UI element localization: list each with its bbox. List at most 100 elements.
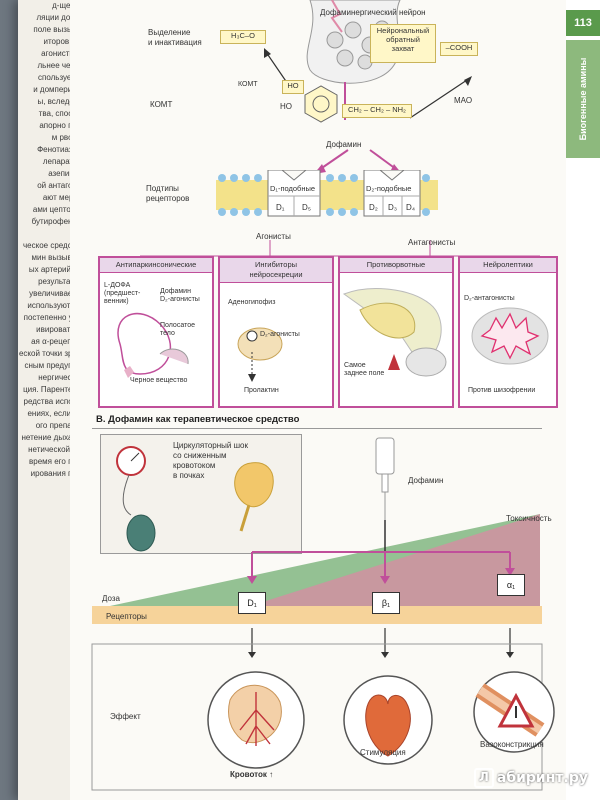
receptor-d5: D₅ [302,203,311,212]
section-b-title: В. Дофамин как терапевтическое средство [96,414,300,425]
text-line: ых артерий вс- [28,265,84,274]
text-line: ают мерот- [42,193,84,202]
text-line: лепаратов. [42,157,84,166]
methyl-group: H₃C–O [220,30,266,44]
receptor-d1: D₁ [276,203,285,212]
agonists-label: Агонисты [256,232,291,241]
text-line: спользуемо- [38,73,84,82]
inactivation-label: Выделение и инактивация [148,28,202,47]
page-number: 113 [566,10,600,36]
receptor-d2: D₂ [369,203,378,212]
panel-antiemetic: Противорвотные Самое заднее поле [338,256,454,408]
figure-area: Дофаминергический нейрон Выделение и ина… [70,0,566,800]
previous-page-text: д-ще ав-ляции дофа-поле вызыва-иторов мо… [18,0,86,680]
effect-label: Эффект [110,712,141,721]
cell-membrane: D₁-подобные D₂-подобные D₁ D₅ D₂ D₃ D₄ [216,169,438,220]
text-line: ая α-рецептор [31,337,84,346]
text-line: используют пр- [27,301,84,310]
vasoconstriction-label: Вазоконстрикция [480,740,544,749]
dose-label: Доза [102,594,120,603]
text-line: д-ще ав- [52,1,84,10]
text-line: поле вызыва- [33,25,84,34]
panel-title: Противорвотные [340,258,452,273]
cooh-group: –COOH [440,42,478,56]
panel-text: Самое заднее поле [344,362,385,377]
text-line: нетение дыхани- [21,433,84,442]
panel-text: L-ДОФА (предшест- венник) [104,282,141,305]
panel-text: Дофамин D₂-агонисты [160,288,200,303]
bloodflow-label: Кровоток ↑ [230,770,274,779]
panel-title: Ингибиторы нейросекреции [220,258,332,283]
panel-neurosecretion-inhibitors: Ингибиторы нейросекреции Аденогипофиз D₂… [218,256,334,408]
antagonists-label: Антагонисты [408,238,456,247]
text-line: ого препарат [35,421,84,430]
watermark-text: абиринт.ру [496,770,588,786]
text-line: льнее чем D [37,61,85,70]
text-line: азепины , [48,169,84,178]
text-line: ивировать β- [36,325,84,334]
book-page: д-ще ав-ляции дофа-поле вызыва-иторов мо… [18,0,600,800]
panel-illustration [237,327,283,382]
dose-response-diagram [91,437,555,791]
text-line: тва, способ- [38,109,84,118]
panel-text: Против шизофрении [468,387,536,394]
text-line: агонисты с- [41,49,84,58]
d1-like-label: D₁-подобные [270,184,316,193]
komt-label: КОМТ [150,100,173,109]
text-line: ческое средство [23,241,84,250]
panel-text: Пролактин [244,387,279,394]
stimulation-label: Стимуляция [360,748,406,757]
toxicity-label: Токсичность [506,514,552,523]
text-line: ой антагони- [37,181,84,190]
chapter-tab-label: Биогенные амины [578,57,588,141]
komt-small-label: КОМТ [238,81,258,88]
shock-box: Циркуляторный шок со сниженным кровотоко… [100,434,302,554]
text-line: редства исполь- [23,397,84,406]
receptor-alpha1-box: α₁ [497,574,525,596]
text-line: сным предупре- [24,361,84,370]
text-line: увеличивается [29,289,84,298]
receptor-d3: D₃ [388,203,398,212]
dopamine-label: Дофамин [326,140,362,149]
side-chain: CH₂ – CH₂ – NH₂ [342,104,412,118]
panel-neuroleptics: Нейролептики D₂-антагонисты Против шизоф… [458,256,558,408]
text-line: бутирофенон- [31,217,84,226]
neuron-label: Дофаминергический нейрон [320,8,426,17]
panel-illustration [342,288,447,377]
watermark-logo: Л [473,768,494,788]
shock-text: Циркуляторный шок со сниженным кровотоко… [173,441,248,480]
panel-illustration [117,313,189,378]
d2-like-label: D₂-подобные [366,184,412,193]
dopamine-iv-label: Дофамин [408,476,444,485]
panel-illustration [471,307,549,365]
text-line: нергический [38,373,84,382]
text-line: результате к [38,277,84,286]
text-line: и домперидо- [33,85,84,94]
receptor-d4: D₄ [406,203,416,212]
text-line: ениях, если кр- [27,409,84,418]
receptor-subtypes-label: Подтипы рецепторов [146,184,190,203]
ho-left: HO [280,102,292,111]
text-line: мин вызывает [31,253,84,262]
ho-top: HO [282,80,304,94]
text-line: иторов мо- [43,37,84,46]
text-line: ы, вследств- [37,97,84,106]
membrane-drawing [216,169,438,217]
panel-text: D₂-антагонисты [464,295,515,302]
text-line: ирования под- [30,469,84,478]
panel-text: D₂-агонисты [260,331,300,338]
text-line: постепенно уве- [23,313,84,322]
receptor-beta1-box: β₁ [372,592,400,614]
text-line: ляции дофа- [36,13,84,22]
panel-text: Черное вещество [130,377,188,384]
shock-illustration [116,446,274,552]
panel-text: Полосатое тело [160,322,195,337]
text-line: ами цепторов [32,205,84,214]
panel-text: Аденогипофиз [228,299,276,306]
text-line: нетической де- [28,445,84,454]
text-line: ция. Парентера- [23,385,84,394]
text-line: еской точки зрен- [18,349,84,358]
text-line: Фенотиазин- [37,145,84,154]
text-line: м рвоты. [51,133,84,142]
